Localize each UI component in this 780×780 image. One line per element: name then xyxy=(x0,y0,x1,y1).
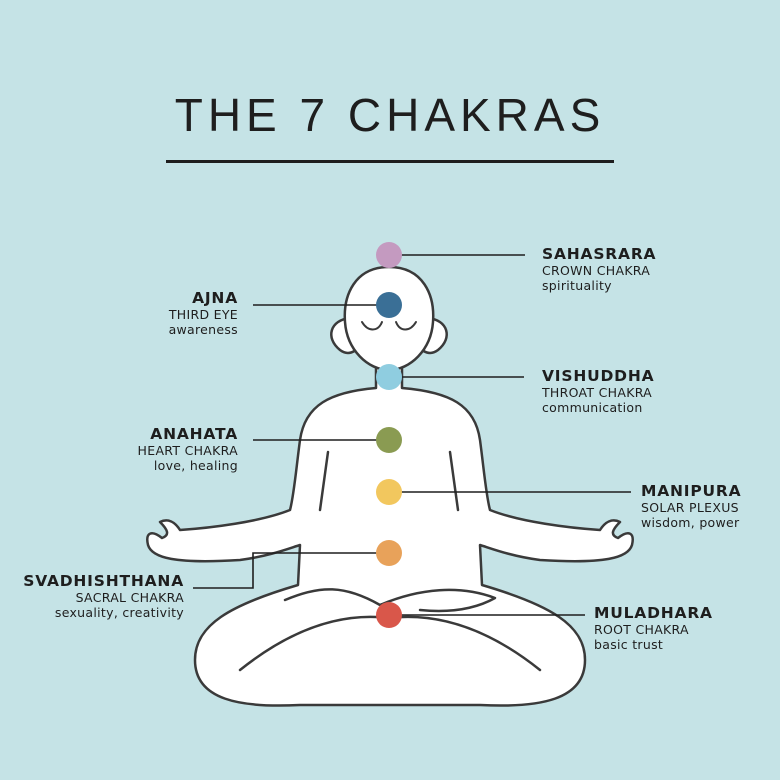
chakra-meaning: love, healing xyxy=(153,458,238,473)
chakra-meaning: basic trust xyxy=(594,637,664,652)
chakra-meaning: spirituality xyxy=(542,278,612,293)
title-underline xyxy=(166,160,614,163)
chakra-dot-sahasrara xyxy=(376,242,402,268)
leg-crease xyxy=(238,588,542,672)
label-svadhishthana: SVADHISHTHANA SACRAL CHAKRA sexuality, c… xyxy=(23,572,184,620)
chakra-dot-ajna xyxy=(376,292,402,318)
chakra-meaning: wisdom, power xyxy=(641,515,740,530)
label-muladhara: MULADHARA ROOT CHAKRA basic trust xyxy=(594,604,713,652)
chakra-dot-svadhishthana xyxy=(376,540,402,566)
chakra-subtitle: CROWN CHAKRA xyxy=(542,263,651,278)
chakra-subtitle: THIRD EYE xyxy=(168,307,238,322)
chakra-name: SAHASRARA xyxy=(542,245,657,263)
page-title: THE 7 CHAKRAS xyxy=(174,89,606,141)
chakra-name: VISHUDDHA xyxy=(542,367,655,385)
chakra-subtitle: SOLAR PLEXUS xyxy=(641,500,739,515)
chakra-subtitle: ROOT CHAKRA xyxy=(594,622,689,637)
chakra-meaning: awareness xyxy=(168,322,238,337)
chakra-meaning: communication xyxy=(542,400,643,415)
body-outline xyxy=(146,364,634,707)
torso-line-left xyxy=(318,450,330,512)
label-anahata: ANAHATA HEART CHAKRA love, healing xyxy=(138,425,238,473)
head xyxy=(343,265,435,372)
chakra-dot-manipura xyxy=(376,479,402,505)
chakra-dot-anahata xyxy=(376,427,402,453)
chakra-meaning: sexuality, creativity xyxy=(54,605,184,620)
chakra-subtitle: HEART CHAKRA xyxy=(137,443,238,458)
chakra-dot-muladhara xyxy=(376,602,402,628)
right-closed-eye-icon xyxy=(395,321,417,331)
chakra-dot-vishuddha xyxy=(376,364,402,390)
chakra-name: SVADHISHTHANA xyxy=(23,572,184,590)
chakra-subtitle: SACRAL CHAKRA xyxy=(75,590,184,605)
label-sahasrara: SAHASRARA CROWN CHAKRA spirituality xyxy=(542,245,656,293)
left-closed-eye-icon xyxy=(361,321,383,331)
chakra-name: MULADHARA xyxy=(594,604,713,622)
chakra-name: MANIPURA xyxy=(641,482,742,500)
label-manipura: MANIPURA SOLAR PLEXUS wisdom, power xyxy=(641,482,741,530)
chakra-subtitle: THROAT CHAKRA xyxy=(542,385,653,400)
label-ajna: AJNA THIRD EYE awareness xyxy=(169,289,238,337)
chakra-name: ANAHATA xyxy=(150,425,238,443)
connector-svadhishthana xyxy=(193,552,389,589)
label-vishuddha: VISHUDDHA THROAT CHAKRA communication xyxy=(542,367,654,415)
chakra-name: AJNA xyxy=(192,289,238,307)
torso-line-right xyxy=(448,450,460,512)
